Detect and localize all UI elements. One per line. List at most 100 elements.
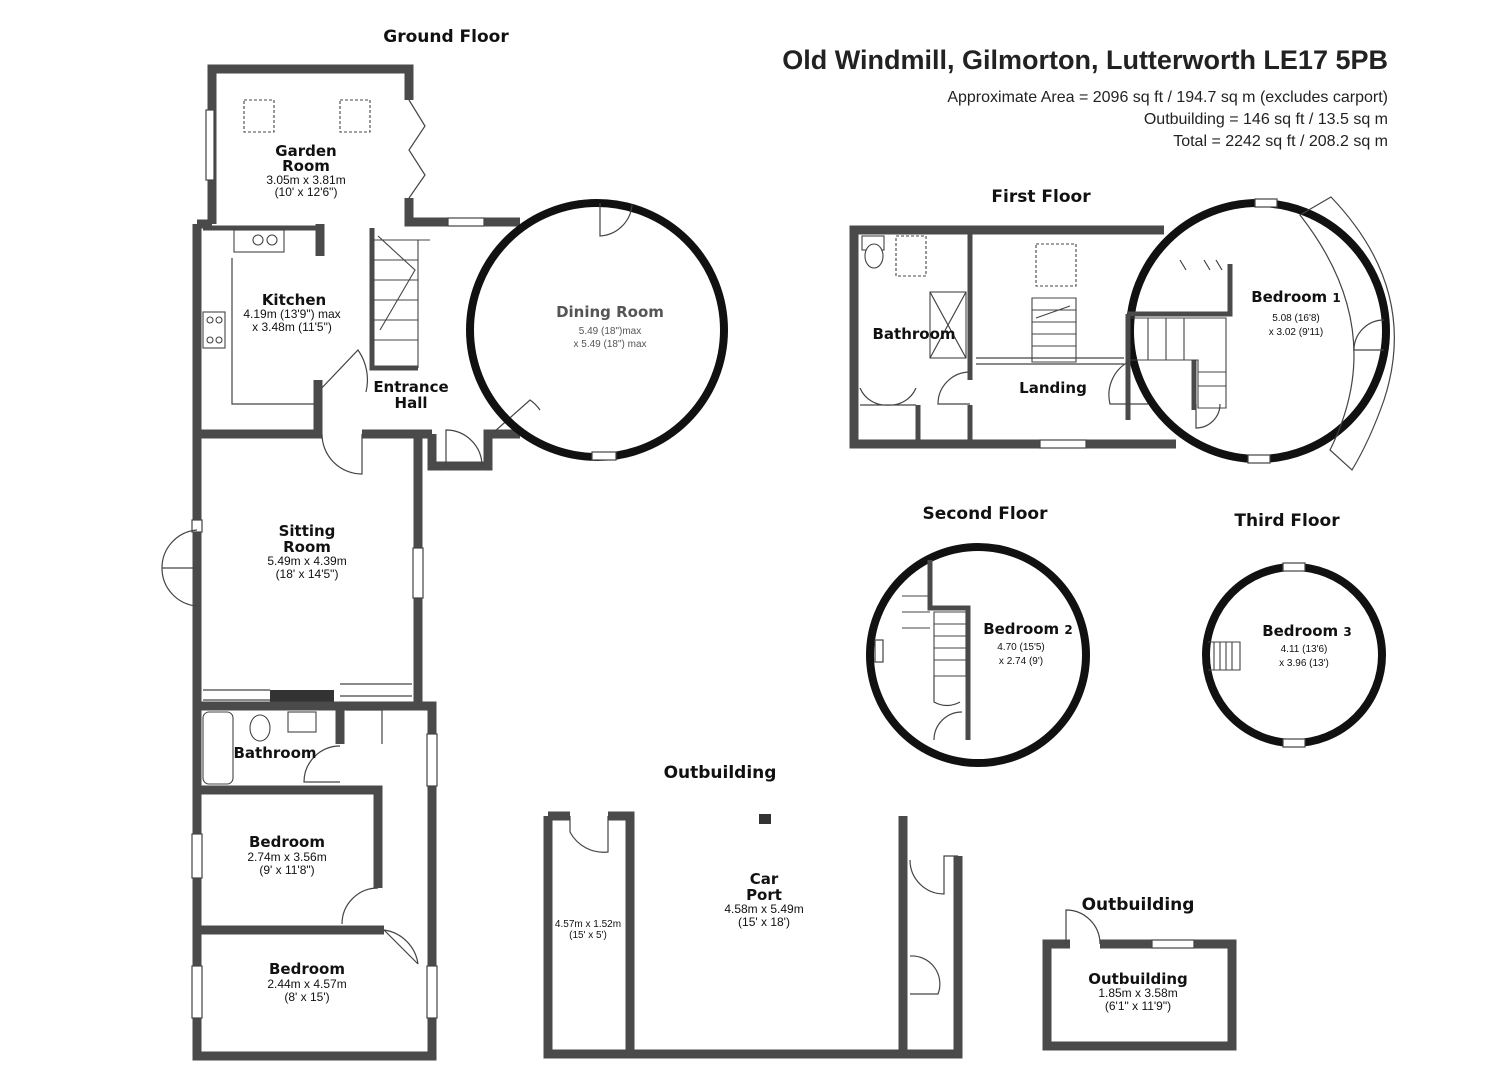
- bedroom-a-dim-metric: 2.74m x 3.56m: [247, 850, 326, 864]
- small-outbuilding-title: Outbuilding: [1082, 895, 1195, 915]
- hob-icon: [202, 311, 226, 349]
- hall-window: [426, 733, 438, 787]
- garden-room-dim-imperial: (10' x 12'6"): [275, 185, 338, 199]
- garden-room-name-1: Garden: [275, 142, 336, 160]
- header: Old Windmill, Gilmorton, Lutterworth LE1…: [782, 45, 1388, 150]
- dining-room-dim-2: x 5.49 (18") max: [573, 339, 646, 350]
- basin-icon: [287, 711, 317, 733]
- sitting-room-door[interactable]: [321, 433, 363, 475]
- bedroom-1-dim-1: 5.08 (16'8): [1272, 313, 1320, 324]
- area-line-2: Outbuilding = 146 sq ft / 13.5 sq m: [1144, 111, 1388, 128]
- third-floor-title: Third Floor: [1234, 511, 1340, 531]
- bedroom-b-dim-imperial: (8' x 15'): [284, 990, 329, 1004]
- landing-window: [1039, 439, 1087, 449]
- bath-icon: [202, 711, 234, 785]
- sitting-room-dim-metric: 5.49m x 4.39m: [267, 554, 346, 568]
- bedroom-window: [426, 965, 438, 1019]
- bedroom-window: [191, 833, 203, 879]
- sitting-room-name-1: Sitting: [279, 522, 336, 540]
- kitchen-dim-1: 4.19m (13'9") max: [243, 307, 340, 321]
- first-bathroom-name: Bathroom: [872, 325, 955, 343]
- second-floor-title: Second Floor: [923, 504, 1049, 524]
- balcony: [1299, 196, 1395, 471]
- kitchen-dim-2: x 3.48m (11'5"): [252, 320, 332, 334]
- car-port-name-2: Port: [746, 886, 782, 904]
- car-port-name-1: Car: [750, 870, 779, 888]
- bedroom-1-name: Bedroom 1: [1251, 288, 1341, 306]
- outbuilding-window: [1151, 939, 1195, 949]
- bedroom-window: [191, 965, 203, 1019]
- toilet-icon: [249, 714, 271, 742]
- cupboard-doors[interactable]: [859, 387, 917, 406]
- landing-name: Landing: [1019, 379, 1087, 397]
- car-port-dim-imperial: (15' x 18'): [738, 915, 790, 929]
- outbuilding-name: Outbuilding: [1088, 970, 1188, 988]
- ground-bathroom-name: Bathroom: [233, 744, 316, 762]
- third-floor-plan: [1202, 562, 1386, 748]
- property-title: Old Windmill, Gilmorton, Lutterworth LE1…: [782, 45, 1388, 75]
- bedroom-3-dim-1: 4.11 (13'6): [1281, 644, 1328, 655]
- area-line-1: Approximate Area = 2096 sq ft / 194.7 sq…: [947, 89, 1388, 106]
- tower-staircase: [1130, 317, 1227, 409]
- outbuilding-dim-metric: 1.85m x 3.58m: [1098, 986, 1177, 1000]
- bedroom-3-dim-2: x 3.96 (13'): [1279, 658, 1329, 669]
- staircase: [1031, 297, 1077, 363]
- roof-light-icon: [243, 99, 275, 133]
- front-door[interactable]: [445, 429, 483, 467]
- car-port-dim-metric: 4.58m x 5.49m: [724, 902, 803, 916]
- outbuilding-dim-imperial: (6'1" x 11'9"): [1105, 999, 1171, 1013]
- roof-light-icon: [339, 99, 371, 133]
- outbuilding-door[interactable]: [1065, 909, 1101, 945]
- bedroom-1-round-wall: [1126, 199, 1390, 463]
- bedroom-a-dim-imperial: (9' x 11'8"): [259, 863, 314, 877]
- bedroom-2-dim-2: x 2.74 (9'): [999, 656, 1043, 667]
- entrance-hall-name-2: Hall: [395, 394, 428, 412]
- area-line-3: Total = 2242 sq ft / 208.2 sq m: [1173, 133, 1388, 150]
- entrance-hall-name-1: Entrance: [373, 378, 448, 396]
- staircase: [372, 239, 430, 368]
- balcony-door[interactable]: [1353, 319, 1385, 351]
- tower-staircase: [902, 595, 967, 677]
- store-door[interactable]: [569, 816, 609, 853]
- dining-room-dim-1: 5.49 (18")max: [579, 326, 641, 337]
- sitting-room-window: [412, 547, 424, 599]
- ground-floor-plan: [161, 64, 728, 1061]
- french-doors[interactable]: [161, 529, 198, 607]
- outbuilding-floor-title: Outbuilding: [664, 763, 777, 783]
- bedroom-2-name: Bedroom 2: [983, 620, 1073, 638]
- bedroom-door[interactable]: [341, 887, 379, 925]
- bedroom-2-round-wall: [866, 543, 1090, 767]
- dining-room-name: Dining Room: [556, 303, 664, 321]
- bedroom-2-dim-1: 4.70 (15'5): [997, 642, 1045, 653]
- garden-room-name-2: Room: [282, 157, 330, 175]
- bedroom-door[interactable]: [383, 929, 419, 965]
- kitchen-name: Kitchen: [262, 291, 326, 309]
- tower-staircase: [1208, 641, 1241, 671]
- garden-room-dim-metric: 3.05m x 3.81m: [266, 173, 345, 187]
- bedroom-a-name: Bedroom: [249, 833, 325, 851]
- bedroom-3-name: Bedroom 3: [1262, 622, 1352, 640]
- small-outbuilding-plan: [1042, 909, 1237, 1051]
- outbuilding-plan: [543, 811, 963, 1059]
- sitting-room-name-2: Room: [283, 538, 331, 556]
- basin-icon: [895, 235, 927, 277]
- side-door[interactable]: [909, 955, 941, 995]
- roof-light-icon: [1035, 243, 1077, 287]
- store-dim-metric: 4.57m x 1.52m: [555, 919, 621, 930]
- second-floor-plan: [866, 543, 1090, 767]
- side-door[interactable]: [909, 855, 958, 895]
- bedroom-b-dim-metric: 2.44m x 4.57m: [267, 977, 346, 991]
- ground-floor-title: Ground Floor: [383, 27, 509, 47]
- dining-window: [591, 451, 617, 461]
- sitting-room-dim-imperial: (18' x 14'5"): [276, 567, 339, 581]
- store-dim-imperial: (15' x 5'): [569, 930, 607, 941]
- bedroom-b-name: Bedroom: [269, 960, 345, 978]
- bathroom-door[interactable]: [937, 371, 971, 405]
- landing-door[interactable]: [1108, 361, 1148, 405]
- garden-room-window: [205, 109, 215, 181]
- bathroom-door[interactable]: [303, 745, 341, 783]
- dining-room-door[interactable]: [599, 203, 633, 237]
- first-floor-plan: [849, 196, 1395, 471]
- bedroom-1-dim-2: x 3.02 (9'11): [1269, 327, 1324, 338]
